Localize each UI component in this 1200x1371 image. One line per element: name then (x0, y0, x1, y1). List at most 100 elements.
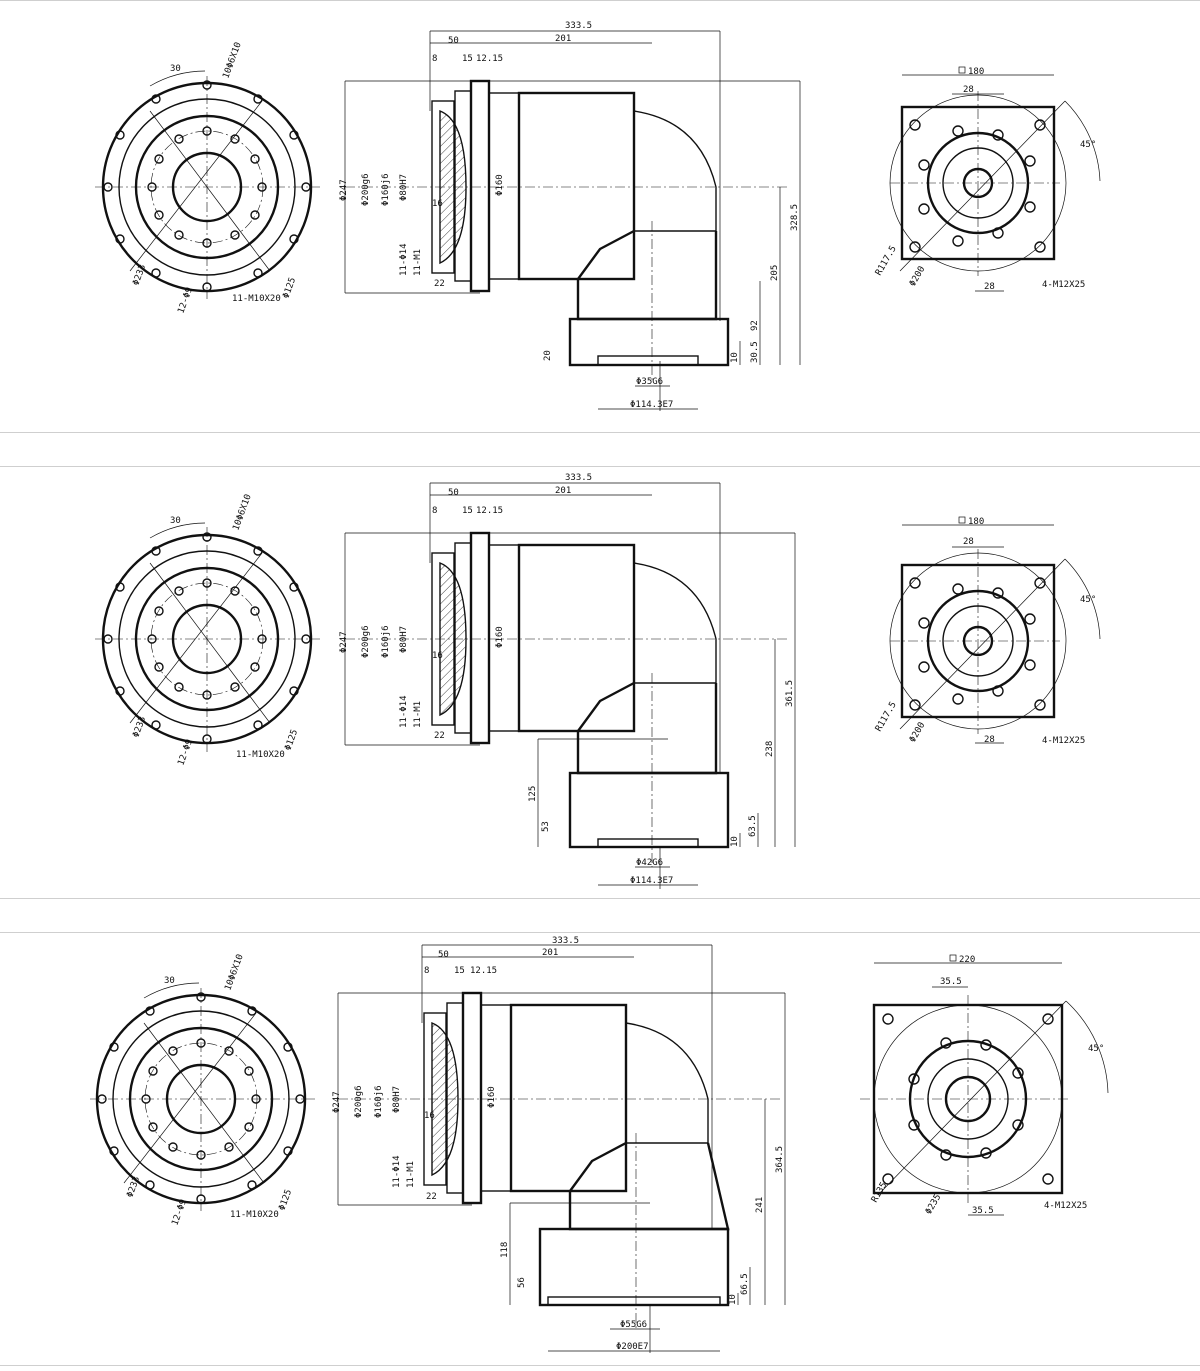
height-10-label: 10 (730, 352, 740, 363)
v16-label: 16 (424, 1111, 435, 1121)
square-28a-label: 35.5 (940, 977, 962, 987)
flange-ring-label: Φ233 (131, 715, 148, 739)
pilot-label: Φ200E7 (616, 1342, 649, 1352)
square-dia-label: Φ200 (908, 721, 928, 745)
v16-label: 16 (432, 199, 443, 209)
square-28b-label: 28 (984, 735, 995, 745)
length-201-label: 201 (542, 948, 558, 958)
flange-ring-label: Φ233 (131, 263, 148, 287)
length-50-label: 50 (448, 488, 459, 498)
drawing-panel-3: 30 10Φ6X10 Φ233 12-Φ9 11-M10X20 Φ125 (0, 932, 1200, 1366)
square-28b-label: 28 (984, 282, 995, 292)
flange-thread-label: 11-M10X20 (232, 294, 281, 304)
dia-80-label: Φ80H7 (392, 1086, 402, 1113)
m-small-label: 11-Φ14 (399, 243, 409, 276)
height-low-label: 92 (750, 320, 760, 331)
flange-thread-label: 11-M10X20 (230, 1210, 279, 1220)
shaft-label: Φ35G6 (636, 377, 663, 387)
flange-top-label: 10Φ6X10 (223, 953, 245, 992)
length-8-label: 8 (432, 54, 437, 64)
flange-angle-label: 30 (170, 64, 181, 74)
dia-160b-label: Φ160 (495, 626, 505, 648)
square-size-label: 220 (959, 955, 975, 965)
flange-front-view: 30 10Φ6X10 Φ233 12-Φ9 11-M10X20 Φ125 (90, 953, 315, 1227)
length-total-label: 333.5 (565, 21, 592, 31)
height-20-label: 20 (543, 350, 553, 361)
square-thread-label: 4-M12X25 (1042, 280, 1085, 290)
square-radius-label: R117.5 (874, 244, 899, 277)
length-total-label: 333.5 (565, 473, 592, 483)
dia-247-label: Φ247 (339, 179, 349, 201)
shaft-label: Φ55G6 (620, 1320, 647, 1330)
length-8-label: 8 (432, 506, 437, 516)
height-10-label: 10 (730, 836, 740, 847)
flange-front-view: 30 10Φ6X10 Φ233 12-Φ9 11-M10X20 Φ125 (95, 41, 320, 315)
height-30-label: 66.5 (740, 1273, 750, 1295)
height-main-label: 361.5 (785, 680, 795, 707)
v22-label: 22 (426, 1192, 437, 1202)
length-15-label: 15 (454, 966, 465, 976)
height-30-label: 30.5 (750, 341, 760, 363)
dia-80-label: Φ80H7 (399, 626, 409, 653)
square-dia-label: Φ235 (924, 1193, 944, 1217)
flange-holes-label: 12-Φ9 (170, 1198, 189, 1227)
gearbox-side-view: 333.5 201 50 8 15 12.15 Φ247 Φ200g6 Φ160… (339, 473, 796, 889)
drawing-3: 30 10Φ6X10 Φ233 12-Φ9 11-M10X20 Φ125 (90, 936, 1109, 1353)
flange-thread-label: 11-M10X20 (236, 750, 285, 760)
square-28a-label: 28 (963, 85, 974, 95)
flange-ring-label: Φ233 (125, 1175, 142, 1199)
square-angle-label: 45° (1080, 595, 1096, 605)
height-low-label: 125 (528, 786, 538, 802)
v16-label: 16 (432, 651, 443, 661)
flange-top-label: 10Φ6X10 (231, 493, 253, 532)
gearbox-side-view: 333.5 201 50 8 15 12.15 Φ247 Φ200g6 Φ160… (339, 21, 801, 411)
m-small-label: 11-Φ14 (399, 695, 409, 728)
dia-200-label: Φ200g6 (354, 1085, 364, 1118)
m-small-label: 11-Φ14 (392, 1155, 402, 1188)
flange-holes-label: 12-Φ9 (176, 738, 195, 767)
height-low-label: 118 (500, 1242, 510, 1258)
dia-160-label: Φ160j6 (381, 173, 391, 206)
height-main-label: 364.5 (775, 1146, 785, 1173)
height-53-label: 53 (541, 821, 551, 832)
length-12-label: 12.15 (476, 54, 503, 64)
square-flange-view: 220 35.5 35.5 45° R135 Φ235 4-M12X25 (860, 954, 1109, 1217)
flange-pcd-label: Φ125 (277, 1188, 294, 1212)
dia-160-label: Φ160j6 (374, 1085, 384, 1118)
dia-160-label: Φ160j6 (381, 625, 391, 658)
flange-pcd-label: Φ125 (283, 728, 300, 752)
dia-80-label: Φ80H7 (399, 174, 409, 201)
square-thread-label: 4-M12X25 (1042, 736, 1085, 746)
v22-label: 22 (434, 279, 445, 289)
m-small2-label: 11-M1 (413, 249, 423, 276)
height-mid-label: 241 (755, 1197, 765, 1213)
flange-front-view: 30 10Φ6X10 Φ233 12-Φ9 11-M10X20 Φ125 (95, 493, 320, 767)
length-total-label: 333.5 (552, 936, 579, 946)
drawing-panel-2: 30 10Φ6X10 Φ233 12-Φ9 11-M10X20 Φ125 (0, 466, 1200, 899)
square-flange-view: 180 28 28 45° R117.5 Φ200 4-M12X25 (874, 66, 1101, 292)
m-small2-label: 11-M1 (413, 701, 423, 728)
length-201-label: 201 (555, 34, 571, 44)
length-15-label: 15 (462, 54, 473, 64)
flange-holes-label: 12-Φ9 (176, 286, 195, 315)
v22-label: 22 (434, 731, 445, 741)
square-size-label: 180 (968, 517, 984, 527)
length-12-label: 12.15 (470, 966, 497, 976)
flange-angle-label: 30 (164, 976, 175, 986)
square-radius-label: R117.5 (874, 700, 899, 733)
height-10-label: 10 (728, 1294, 738, 1305)
m-small2-label: 11-M1 (406, 1161, 416, 1188)
drawing-1: 30 10Φ6X10 Φ233 12-Φ9 11-M10X20 Φ125 (95, 21, 1101, 411)
flange-pcd-label: Φ125 (281, 276, 298, 300)
dia-247-label: Φ247 (332, 1091, 342, 1113)
pilot-label: Φ114.3E7 (630, 400, 673, 410)
dia-200-label: Φ200g6 (361, 173, 371, 206)
height-mid-label: 205 (770, 265, 780, 281)
dia-160b-label: Φ160 (487, 1086, 497, 1108)
square-flange-view: 180 28 28 45° R117.5 Φ200 4-M12X25 (874, 516, 1101, 746)
square-dia-label: Φ200 (908, 265, 928, 289)
flange-top-label: 10Φ6X10 (221, 41, 243, 80)
length-12-label: 12.15 (476, 506, 503, 516)
square-28a-label: 28 (963, 537, 974, 547)
pilot-label: Φ114.3E7 (630, 876, 673, 886)
